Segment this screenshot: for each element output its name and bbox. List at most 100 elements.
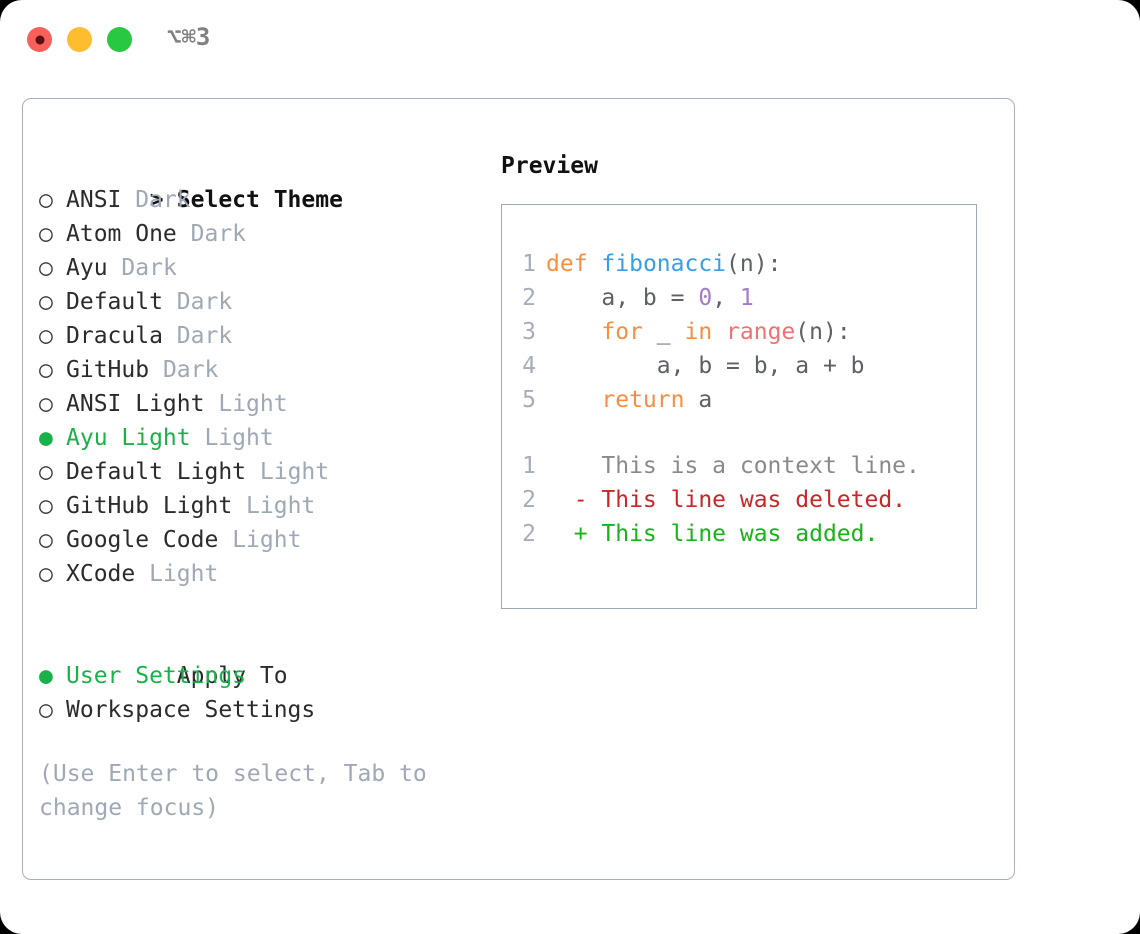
code-token: return	[601, 387, 685, 413]
spacer	[163, 323, 177, 349]
spacer	[232, 493, 246, 519]
theme-variant-tag: Dark	[176, 289, 233, 315]
radio-unselected-icon: ○	[39, 357, 53, 383]
theme-variant-tag: Light	[149, 561, 219, 587]
theme-list-item[interactable]: ○ Default Light Light	[39, 455, 469, 489]
theme-list-item[interactable]: ○Dracula Dark	[39, 319, 469, 353]
theme-variant-tag: Light	[246, 493, 316, 519]
code-token: a	[684, 387, 713, 413]
theme-name: Ayu Light	[66, 425, 191, 451]
radio-unselected-icon: ○	[39, 289, 53, 315]
code-token: 0	[698, 285, 713, 311]
diff-line: 1 This is a context line.	[520, 449, 968, 483]
theme-name: Default	[66, 289, 163, 315]
diff-line-text: This is a context line.	[546, 453, 920, 479]
radio-unselected-icon: ○	[39, 561, 53, 587]
theme-variant-tag: Light	[204, 425, 274, 451]
theme-name: Google Code	[66, 527, 219, 553]
spacer	[218, 527, 232, 553]
spacer	[135, 561, 149, 587]
theme-name: GitHub	[66, 357, 150, 383]
theme-variant-tag: Dark	[176, 323, 233, 349]
code-token: for	[601, 319, 643, 345]
diff-line-text: - This line was deleted.	[546, 487, 907, 513]
theme-name: Default Light	[66, 459, 247, 485]
theme-variant-tag: Light	[259, 459, 330, 485]
diff-sample: 1 This is a context line. 2 - This line w…	[520, 449, 968, 551]
apply-to-list: ●User Settings ○ Workspace Settings	[39, 659, 469, 727]
theme-name: ANSI	[66, 187, 122, 213]
theme-list-item[interactable]: ○ ANSI Dark	[39, 183, 469, 217]
spacer	[177, 221, 191, 247]
cursor-caret-icon: >	[149, 187, 164, 213]
code-token: (n):	[726, 251, 782, 277]
line-number: 2	[522, 285, 536, 311]
radio-unselected-icon: ○	[39, 459, 53, 485]
keyboard-hint-text: (Use Enter to select, Tab to change focu…	[39, 761, 427, 821]
hint-spacer	[39, 727, 469, 757]
select-theme-header: > Select Theme	[39, 149, 469, 213]
theme-name: Atom One	[66, 221, 177, 247]
theme-list-item[interactable]: ○ANSI Light Light	[39, 387, 469, 421]
theme-list-item[interactable]: ○ XCode Light	[39, 557, 469, 591]
code-token	[546, 319, 601, 345]
apply-to-label: Workspace Settings	[66, 697, 316, 723]
theme-list-item[interactable]: ○Ayu Dark	[39, 251, 469, 285]
theme-name: ANSI Light	[66, 391, 205, 417]
theme-list-item[interactable]: ○Google Code Light	[39, 523, 469, 557]
code-token: a, b = b, a + b	[546, 353, 865, 379]
select-theme-header-label: Select Theme	[176, 187, 343, 213]
maximize-window-button[interactable]	[107, 27, 132, 52]
code-token	[712, 319, 726, 345]
code-token: ,	[712, 285, 740, 311]
radio-selected-icon: ●	[39, 663, 53, 689]
code-token: def	[546, 251, 588, 277]
close-window-button[interactable]	[27, 27, 52, 52]
code-token: a, b =	[546, 285, 699, 311]
code-token: fibonacci	[601, 251, 727, 277]
minimize-window-button[interactable]	[67, 27, 92, 52]
line-number: 1	[522, 453, 536, 479]
radio-unselected-icon: ○	[39, 187, 53, 213]
apply-to-item[interactable]: ○ Workspace Settings	[39, 693, 469, 727]
line-number: 3	[522, 319, 536, 345]
apply-to-header-label: Apply To	[176, 663, 288, 689]
code-token: _	[642, 319, 685, 345]
list-spacer	[39, 591, 469, 625]
theme-name: XCode	[66, 561, 136, 587]
code-line: 3 for _ in range(n):	[520, 315, 968, 349]
radio-unselected-icon: ○	[39, 323, 53, 349]
diff-line: 2 + This line was added.	[520, 517, 968, 551]
spacer	[246, 459, 260, 485]
radio-unselected-icon: ○	[39, 697, 53, 723]
apply-to-item[interactable]: ●User Settings	[39, 659, 469, 693]
spacer	[204, 391, 218, 417]
theme-variant-tag: Light	[218, 391, 288, 417]
preview-title: Preview	[501, 153, 598, 179]
spacer	[163, 289, 177, 315]
keyboard-shortcut-label: ⌥⌘3	[167, 23, 211, 51]
line-number: 2	[522, 521, 536, 547]
theme-name: GitHub Light	[66, 493, 233, 519]
code-token	[588, 251, 602, 277]
theme-list-item[interactable]: ○ Default Dark	[39, 285, 469, 319]
theme-list-item[interactable]: ○GitHub Light Light	[39, 489, 469, 523]
line-number: 2	[522, 487, 536, 513]
theme-name: Ayu	[66, 255, 108, 281]
theme-list-item[interactable]: ○GitHub Dark	[39, 353, 469, 387]
spacer	[108, 255, 122, 281]
radio-unselected-icon: ○	[39, 527, 53, 553]
code-line: 4 a, b = b, a + b	[520, 349, 968, 383]
theme-list-item[interactable]: ○Atom One Dark	[39, 217, 469, 251]
spacer	[121, 187, 135, 213]
apply-to-header: Apply To	[39, 625, 469, 689]
theme-picker-panel: >Select Theme ○ANSI Dark○Atom One Dark○A…	[22, 98, 1015, 880]
theme-list-item[interactable]: ●Ayu Light Light	[39, 421, 469, 455]
theme-variant-tag: Dark	[135, 187, 191, 213]
theme-variant-tag: Dark	[190, 221, 247, 247]
